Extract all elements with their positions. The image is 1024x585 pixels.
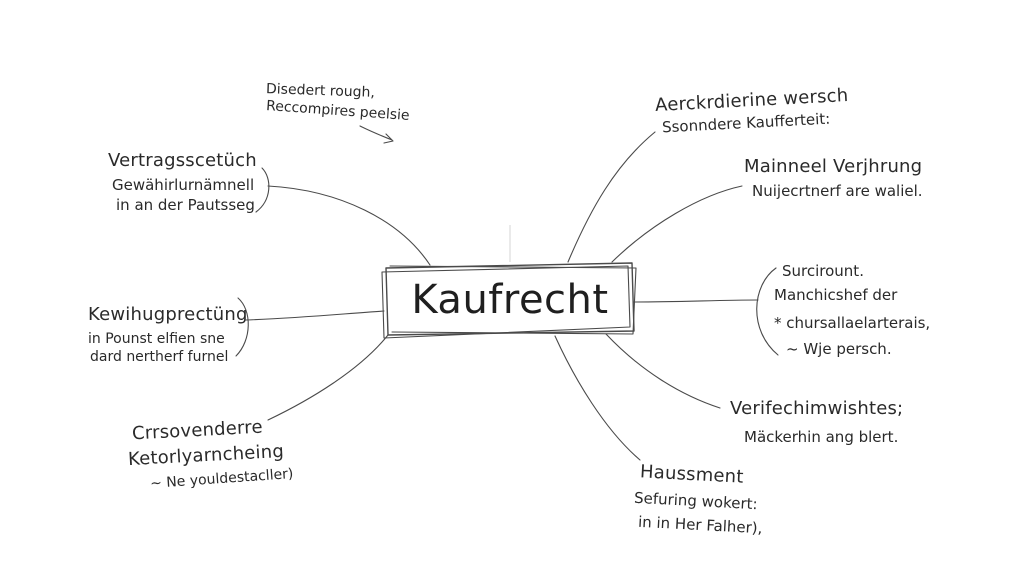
left-top-title: Vertragsscetüch <box>108 150 257 171</box>
left-top-line-2: in an der Pautsseg <box>116 196 255 214</box>
bracket-left-middle <box>235 297 249 357</box>
top-annotation-line-1: Disedert rough, <box>265 81 376 101</box>
right-middle-line-1: Surcirount. <box>782 262 864 280</box>
central-topic: Kaufrecht <box>411 277 609 323</box>
bracket-right-middle <box>756 267 779 356</box>
right-middle-line-3: * chursallaelarterais, <box>774 314 931 332</box>
connector-right-middle <box>633 299 759 303</box>
right-upper-title: Mainneel Verjhrung <box>744 156 923 177</box>
right-middle-line-4: ~ Wje persch. <box>786 340 892 358</box>
right-middle-line-2: Manchicshef der <box>774 286 898 304</box>
connector-right-top <box>567 131 656 263</box>
connector-right-lower <box>605 333 721 409</box>
connector-right-upper <box>611 185 743 263</box>
right-lower-line-1: Mäckerhin ang blert. <box>744 428 899 446</box>
connector-left-bottom <box>267 334 389 421</box>
left-middle-title: Kewihugprectüng <box>88 304 248 325</box>
center-box <box>381 262 637 339</box>
bracket-left-top <box>255 167 270 213</box>
right-upper-line-1: Nuijecrtnerf are waliel. <box>752 182 923 200</box>
connector-bottom <box>554 335 641 461</box>
left-top-line-1: Gewähirlurnämnell <box>112 176 255 194</box>
connector-left-top <box>267 185 431 266</box>
right-lower-title: Verifechimwishtes; <box>730 398 904 419</box>
left-middle-line-2: dard nertherf furnel <box>90 349 229 365</box>
connector-left-middle <box>245 310 385 321</box>
arrow-icon <box>359 125 394 144</box>
left-middle-line-1: in Pounst elfien sne <box>88 331 225 347</box>
